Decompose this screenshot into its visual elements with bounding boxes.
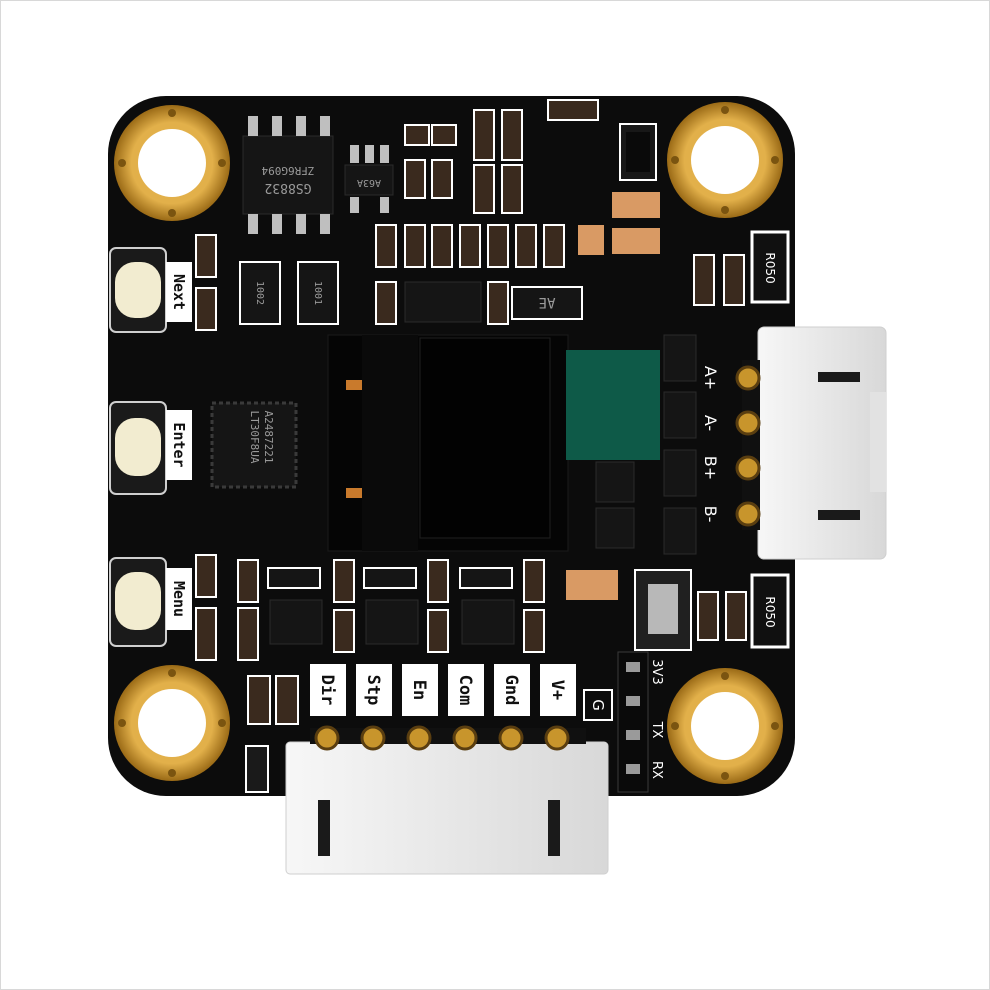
resistor-array-right: 1001 (297, 261, 339, 325)
button-menu[interactable] (109, 557, 167, 647)
chip-code: ZFR6G094 (261, 164, 314, 177)
mounting-hole-bottom-right (667, 668, 783, 784)
shunt-resistor-bottom: R050 (750, 573, 790, 649)
pin-label-a-plus: A+ (701, 366, 720, 390)
button-enter[interactable] (109, 401, 167, 495)
uart-label-tx: TX (649, 721, 664, 739)
oled-display (327, 334, 660, 552)
uart-label-g: G (589, 699, 607, 711)
power-inductor (634, 569, 692, 651)
svg-text:LT30F8UA: LT30F8UA (248, 411, 261, 464)
regulator-chip: A63A (344, 145, 394, 213)
svg-text:R050: R050 (763, 252, 777, 283)
mounting-hole-top-right (667, 102, 783, 218)
button-label-enter: Enter (170, 422, 188, 467)
motor-connector[interactable] (742, 326, 887, 560)
mosfet-chip: GS8832 ZFR6G094 (242, 116, 334, 234)
chip-marking: GS8832 (265, 180, 312, 195)
mcu-chip: LT30F8UA A2487221 (210, 401, 298, 489)
svg-text:1001: 1001 (312, 281, 323, 305)
pin-label-stp: Stp (363, 675, 383, 706)
ae-marking: AE (539, 294, 556, 310)
pin-label-b-minus: B- (701, 506, 720, 523)
button-label-next: Next (170, 274, 188, 310)
button-next[interactable] (109, 247, 167, 333)
svg-text:1002: 1002 (254, 281, 265, 305)
pin-label-b-plus: B+ (701, 456, 720, 480)
button-label-menu: Menu (170, 581, 188, 617)
resistor-array-left: 1002 (239, 261, 281, 325)
uart-label-rx: RX (649, 761, 664, 779)
uart-header[interactable] (617, 651, 649, 793)
pin-label-a-minus: A- (701, 415, 720, 431)
pin-label-gnd: Gnd (501, 675, 521, 706)
mounting-hole-top-left (114, 105, 230, 221)
regulator-marking: A63A (357, 177, 381, 188)
svg-text:A2487221: A2487221 (262, 411, 275, 464)
svg-text:R050: R050 (763, 596, 777, 627)
pin-label-dir: Dir (317, 675, 337, 706)
mounting-hole-bottom-left (114, 665, 230, 781)
pin-label-vplus: V+ (547, 680, 567, 700)
pin-label-en: En (409, 680, 429, 700)
smd-components (195, 99, 747, 725)
shunt-resistor-top: R050 (750, 230, 790, 304)
pin-label-com: Com (455, 675, 475, 706)
uart-label-3v3: 3V3 (649, 659, 664, 684)
